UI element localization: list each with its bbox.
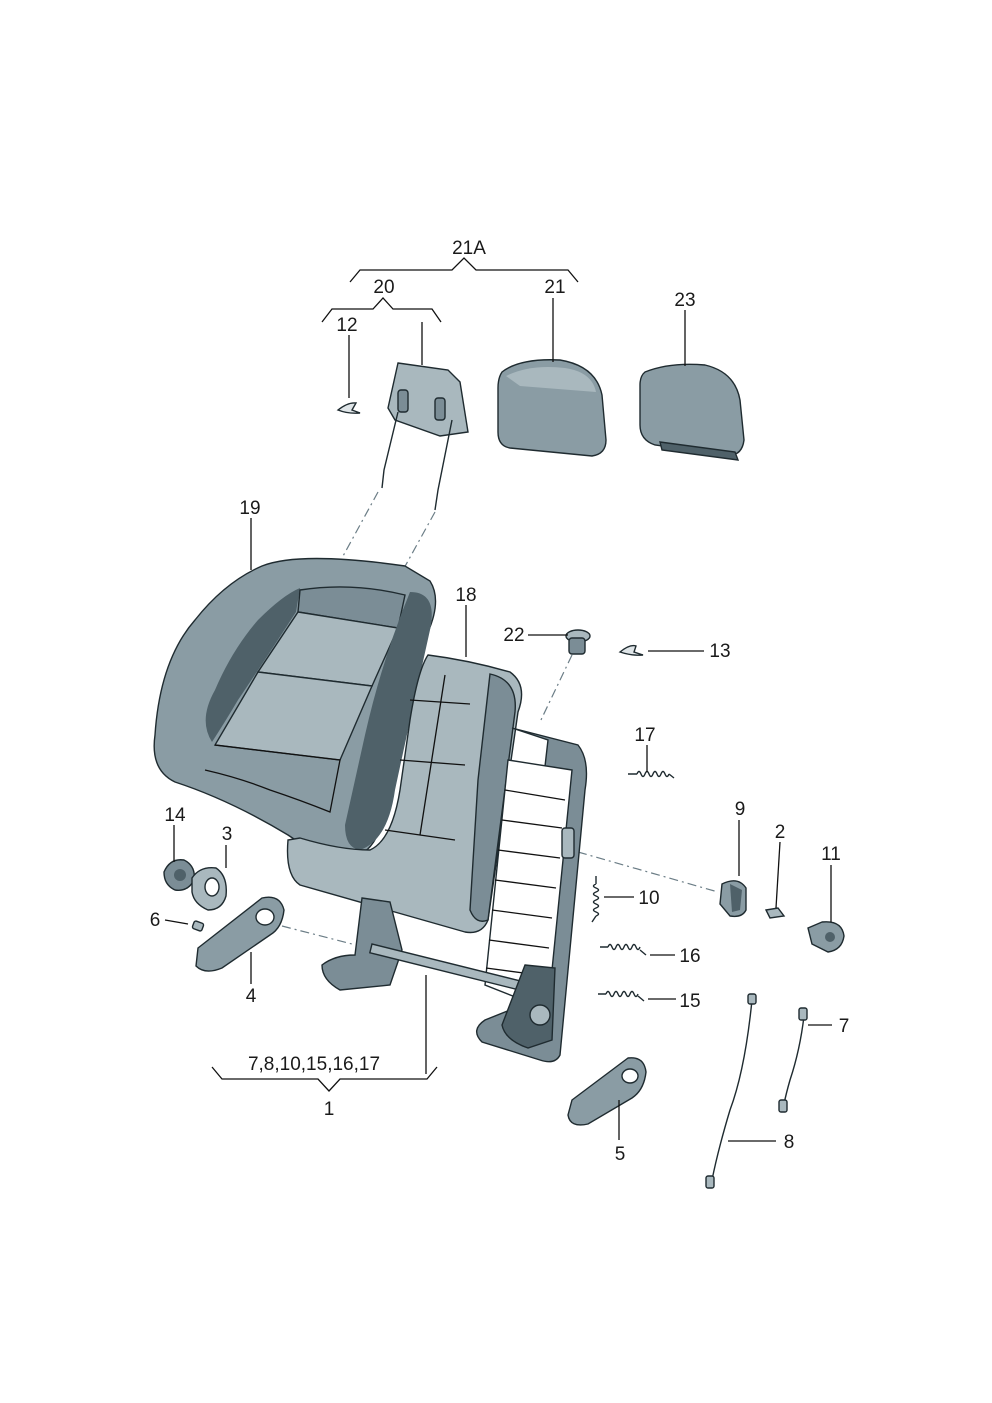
label-7: 7 <box>839 1016 850 1037</box>
label-6: 6 <box>150 910 161 931</box>
label-14: 14 <box>164 805 186 826</box>
lever-part-5 <box>567 1057 647 1126</box>
label-9: 9 <box>735 799 746 820</box>
label-10: 10 <box>638 888 659 909</box>
headrest-part <box>497 359 607 457</box>
spring-part-16 <box>600 943 647 956</box>
backrest-pad-part <box>286 654 523 934</box>
bracket-20 <box>321 297 442 323</box>
cap-part-14 <box>163 859 195 891</box>
spring-part-17 <box>628 770 675 779</box>
bracket-1 <box>211 1066 438 1092</box>
label-3: 3 <box>222 824 233 845</box>
label-8: 8 <box>784 1132 795 1153</box>
label-1: 1 <box>324 1099 335 1120</box>
cable-part-8 <box>705 993 757 1189</box>
label-19: 19 <box>239 498 260 519</box>
spring-part-15 <box>598 990 645 1002</box>
label-21A: 21A <box>452 238 486 259</box>
part-labels: 21A 20 21 23 12 19 18 22 13 17 14 3 9 2 … <box>150 238 850 1165</box>
pin-part-6 <box>191 920 205 932</box>
label-17: 17 <box>634 725 655 746</box>
assembly-line-plug <box>539 654 573 723</box>
label-15: 15 <box>679 991 700 1012</box>
label-22: 22 <box>503 625 524 646</box>
knob-part-9 <box>719 880 747 918</box>
label-13: 13 <box>709 641 730 662</box>
bracket-21A <box>349 257 579 283</box>
label-1-list: 7,8,10,15,16,17 <box>248 1054 380 1075</box>
label-16: 16 <box>679 946 700 967</box>
backrest-cover-part <box>153 557 437 857</box>
label-23: 23 <box>674 290 695 311</box>
assembly-line-knob <box>577 851 719 893</box>
assembly-line-lever <box>281 925 353 945</box>
bushing-part-3 <box>191 867 227 911</box>
label-20: 20 <box>373 277 394 298</box>
assembly-line-headrest-left <box>341 491 379 559</box>
label-11: 11 <box>821 844 841 865</box>
label-2: 2 <box>775 822 786 843</box>
headrest-variant-part <box>639 363 745 461</box>
label-18: 18 <box>455 585 476 606</box>
lever-part-4 <box>195 896 285 972</box>
knob-part-11 <box>807 921 845 953</box>
plug-part-22 <box>565 629 591 655</box>
label-12: 12 <box>336 315 357 336</box>
clip-part-12 <box>336 402 361 414</box>
label-5: 5 <box>615 1144 626 1165</box>
spring-part-10 <box>591 876 600 923</box>
cap-part-2 <box>764 907 786 919</box>
label-4: 4 <box>246 986 257 1007</box>
clip-part-13 <box>618 644 644 656</box>
backrest-frame-part <box>321 727 588 1063</box>
cable-part-7 <box>778 1007 808 1113</box>
label-21: 21 <box>544 277 565 298</box>
headrest-frame-part <box>381 362 469 511</box>
leader-lines <box>164 298 832 1142</box>
assembly-line-headrest-right <box>402 511 436 571</box>
